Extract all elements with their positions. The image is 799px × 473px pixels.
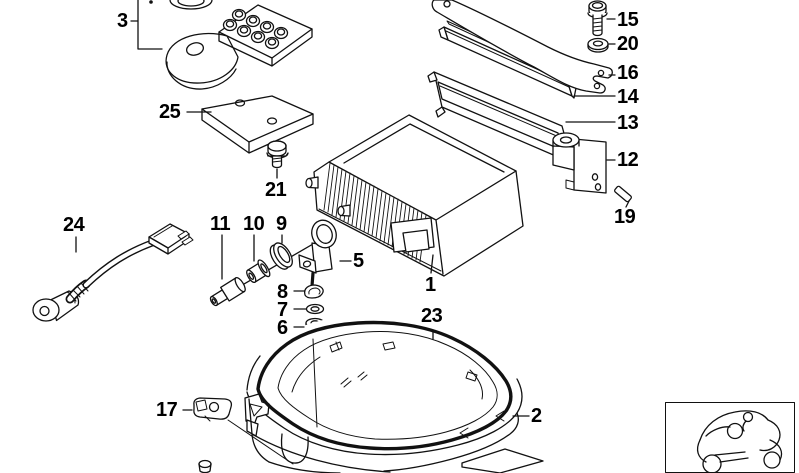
- vehicle-location-thumbnail[interactable]: [665, 402, 795, 473]
- callout-6[interactable]: 6: [277, 317, 288, 339]
- part-24-antenna-cable: [32, 223, 194, 322]
- callout-9[interactable]: 9: [276, 213, 287, 235]
- scooter-side-icon: [696, 410, 783, 473]
- callout-12[interactable]: 12: [617, 149, 639, 171]
- callout-21[interactable]: 21: [265, 179, 287, 201]
- part-1-radio-unit: [305, 114, 524, 277]
- callout-3[interactable]: 3: [117, 10, 128, 32]
- callout-10[interactable]: 10: [243, 213, 265, 235]
- callout-19[interactable]: 19: [614, 206, 636, 228]
- part-17-retaining-clip: [193, 397, 233, 422]
- part-23-seal-ring: [256, 320, 513, 451]
- part-2-housing: [198, 314, 544, 473]
- callout-2[interactable]: 2: [531, 405, 542, 427]
- callout-11[interactable]: 11: [210, 213, 231, 235]
- callout-24[interactable]: 24: [63, 214, 85, 236]
- part-location-dot: [726, 422, 744, 440]
- part-12-holder-block: [552, 132, 607, 194]
- callout-7[interactable]: 7: [277, 299, 288, 321]
- callout-5[interactable]: 5: [353, 250, 364, 272]
- part-16-support-strap: [431, 0, 613, 94]
- part-20-washer: [587, 37, 609, 53]
- part-11-plug: [209, 276, 246, 307]
- part-19-pin: [614, 185, 632, 203]
- part-25-mounting-plate: [201, 95, 314, 154]
- part-21-screw: [266, 140, 289, 169]
- callout-17[interactable]: 17: [156, 399, 178, 421]
- callout-16[interactable]: 16: [617, 62, 639, 84]
- part-10-grommet: [246, 259, 271, 284]
- button-grid: [222, 8, 289, 50]
- part-9-ring: [269, 242, 293, 270]
- callout-8[interactable]: 8: [277, 281, 288, 303]
- callout-1[interactable]: 1: [425, 274, 436, 296]
- callout-25[interactable]: 25: [159, 101, 181, 123]
- part-15-bolt: [587, 0, 608, 37]
- callout-15[interactable]: 15: [617, 9, 639, 31]
- callout-13[interactable]: 13: [617, 112, 639, 134]
- part-3-control-unit: [149, 0, 313, 90]
- part-5-angle-bracket: [298, 219, 337, 288]
- part-8-clip-nut: [303, 284, 324, 299]
- callout-23[interactable]: 23: [421, 305, 443, 327]
- callout-20[interactable]: 20: [617, 33, 639, 55]
- part-7-washer: [305, 303, 325, 315]
- callout-leader-lines: [75, 0, 630, 465]
- callout-14[interactable]: 14: [617, 86, 639, 108]
